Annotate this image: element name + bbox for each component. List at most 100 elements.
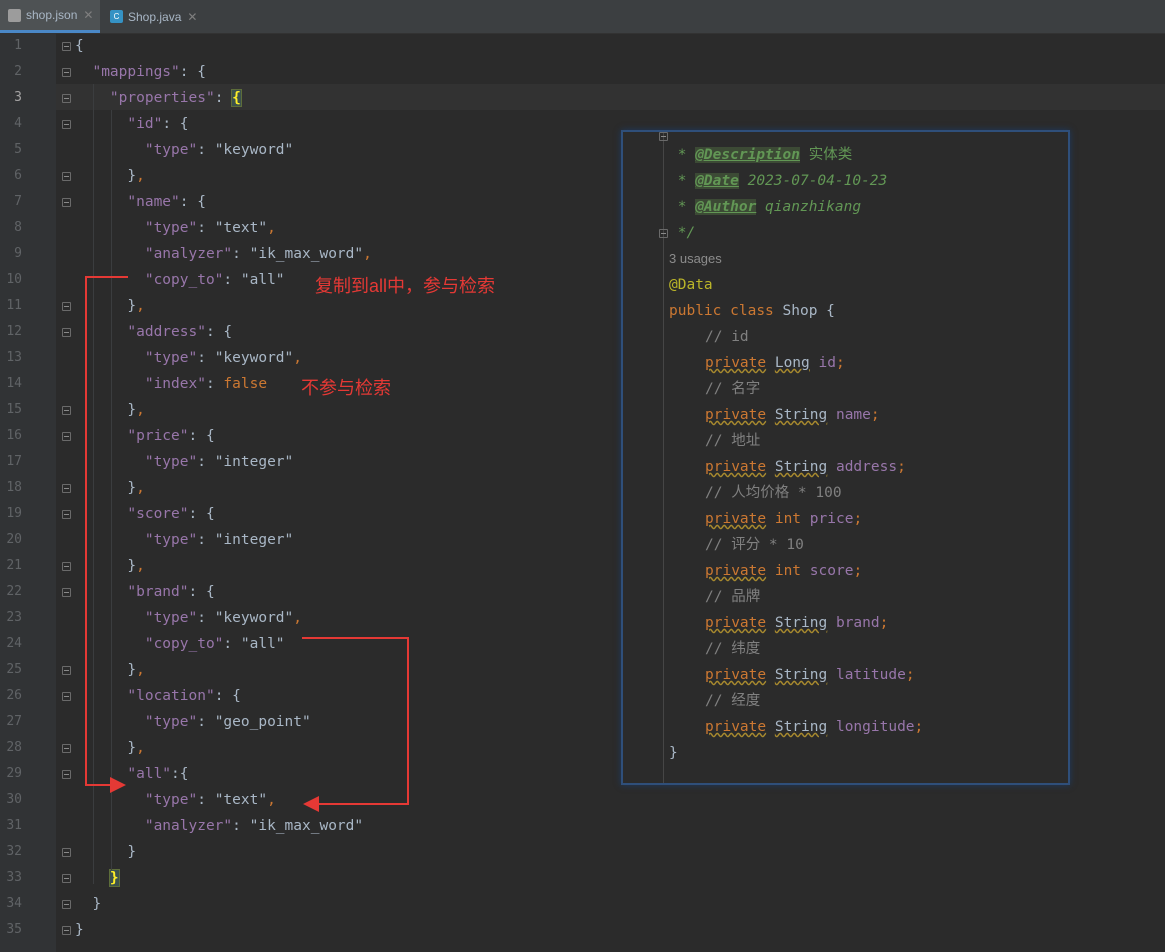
fold-marker[interactable] <box>659 229 668 238</box>
code-line[interactable]: "type": "text", <box>144 220 276 236</box>
code-line[interactable]: "type": "keyword", <box>144 610 303 626</box>
code-line[interactable]: "type": "keyword" <box>144 142 294 158</box>
tab-shop-java[interactable]: C Shop.java ✕ <box>102 0 202 33</box>
code-line[interactable]: }, <box>75 168 145 184</box>
fold-marker[interactable] <box>62 432 71 441</box>
code-line[interactable]: "analyzer": "ik_max_word" <box>144 818 364 834</box>
line-number: 33 <box>6 870 22 885</box>
line-number: 14 <box>6 376 22 391</box>
fold-marker[interactable] <box>62 588 71 597</box>
code-line[interactable]: "properties": { <box>109 89 242 107</box>
line-number: 18 <box>6 480 22 495</box>
line-number: 31 <box>6 818 22 833</box>
editor-tab-bar: shop.json ✕ C Shop.java ✕ <box>0 0 1165 34</box>
code-line[interactable]: } <box>75 896 102 912</box>
code-line[interactable]: } <box>75 844 137 860</box>
code-line[interactable]: }, <box>75 740 145 756</box>
close-icon[interactable]: ✕ <box>83 8 94 22</box>
close-icon[interactable]: ✕ <box>187 9 198 24</box>
code-line[interactable]: "analyzer": "ik_max_word", <box>144 246 372 262</box>
code-line[interactable]: "address": { <box>127 324 233 340</box>
field-declaration: private Long id; <box>705 355 845 371</box>
usages-hint[interactable]: 3 usages <box>669 251 722 266</box>
line-number: 17 <box>6 454 22 469</box>
field-comment: // 纬度 <box>705 641 761 657</box>
fold-marker[interactable] <box>62 302 71 311</box>
fold-marker[interactable] <box>62 874 71 883</box>
json-file-icon <box>8 8 21 22</box>
line-number: 5 <box>14 142 22 157</box>
fold-marker[interactable] <box>62 666 71 675</box>
code-line[interactable]: }, <box>75 298 145 314</box>
line-number: 24 <box>6 636 22 651</box>
field-declaration: private String name; <box>705 407 880 423</box>
code-line[interactable]: { <box>75 38 84 54</box>
fold-marker[interactable] <box>62 510 71 519</box>
code-line[interactable]: "all":{ <box>127 766 189 782</box>
code-line[interactable]: "location": { <box>127 688 241 704</box>
code-line[interactable]: "type": "text", <box>144 792 276 808</box>
fold-marker[interactable] <box>62 926 71 935</box>
code-line[interactable]: }, <box>75 480 145 496</box>
class-closing-brace: } <box>669 745 678 761</box>
fold-marker[interactable] <box>62 744 71 753</box>
indent-guide <box>93 84 94 884</box>
field-comment: // 地址 <box>705 433 761 449</box>
code-line[interactable]: "name": { <box>127 194 206 210</box>
javadoc-date: * @Date 2023-07-04-10-23 <box>669 173 888 189</box>
fold-marker[interactable] <box>62 68 71 77</box>
fold-marker[interactable] <box>62 406 71 415</box>
code-line[interactable]: "type": "integer" <box>144 454 294 470</box>
field-declaration: private String latitude; <box>705 667 915 683</box>
javadoc-description: * @Description 实体类 <box>669 147 853 163</box>
code-line[interactable]: "type": "geo_point" <box>144 714 311 730</box>
fold-marker[interactable] <box>62 172 71 181</box>
indent-guide <box>111 110 112 870</box>
field-declaration: private String longitude; <box>705 719 924 735</box>
code-line[interactable]: "type": "keyword", <box>144 350 303 366</box>
line-number: 35 <box>6 922 22 937</box>
line-number: 3 <box>14 90 22 105</box>
fold-marker[interactable] <box>62 562 71 571</box>
code-line[interactable]: }, <box>75 558 145 574</box>
code-line[interactable]: }, <box>75 662 145 678</box>
fold-marker[interactable] <box>659 132 668 141</box>
code-line[interactable]: "id": { <box>127 116 189 132</box>
fold-marker[interactable] <box>62 198 71 207</box>
fold-marker[interactable] <box>62 94 71 103</box>
code-line[interactable]: "type": "integer" <box>144 532 294 548</box>
line-number: 34 <box>6 896 22 911</box>
code-line[interactable]: } <box>75 922 84 938</box>
fold-marker[interactable] <box>62 42 71 51</box>
tab-label: Shop.java <box>128 9 182 24</box>
fold-marker[interactable] <box>62 328 71 337</box>
code-line[interactable]: "score": { <box>127 506 215 522</box>
fold-marker[interactable] <box>62 120 71 129</box>
fold-marker[interactable] <box>62 692 71 701</box>
field-comment: // 人均价格 * 100 <box>705 485 842 501</box>
code-line[interactable]: } <box>108 869 120 887</box>
line-number: 8 <box>14 220 22 235</box>
line-number: 7 <box>14 194 22 209</box>
code-line[interactable]: "copy_to": "all" <box>144 636 285 652</box>
java-class-preview-popup: * @Description 实体类 * @Date 2023-07-04-10… <box>621 130 1070 785</box>
line-number: 2 <box>14 64 22 79</box>
code-line[interactable]: "index": false <box>144 376 268 392</box>
field-declaration: private int price; <box>705 511 863 527</box>
code-line[interactable]: "brand": { <box>127 584 215 600</box>
line-number: 22 <box>6 584 22 599</box>
field-declaration: private int score; <box>705 563 863 579</box>
code-line[interactable]: }, <box>75 402 145 418</box>
fold-marker[interactable] <box>62 770 71 779</box>
tab-shop-json[interactable]: shop.json ✕ <box>0 0 100 33</box>
code-line[interactable]: "price": { <box>127 428 215 444</box>
fold-marker[interactable] <box>62 484 71 493</box>
line-number: 21 <box>6 558 22 573</box>
line-number-gutter <box>0 33 56 952</box>
code-line[interactable]: "mappings": { <box>92 64 206 80</box>
javadoc-author: * @Author qianzhikang <box>669 199 862 215</box>
code-line[interactable]: "copy_to": "all" <box>144 272 285 288</box>
fold-marker[interactable] <box>62 900 71 909</box>
line-number: 29 <box>6 766 22 781</box>
fold-marker[interactable] <box>62 848 71 857</box>
